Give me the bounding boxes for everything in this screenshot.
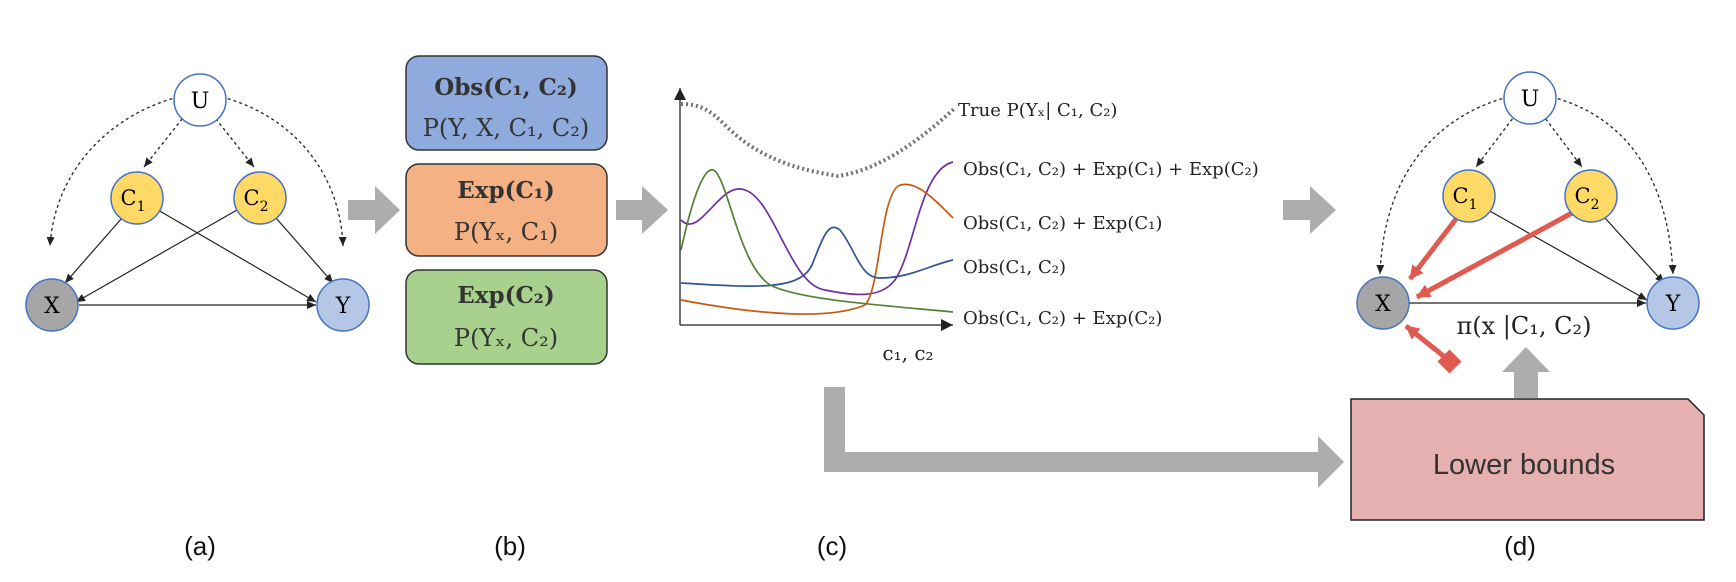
svg-text:P(Yₓ, C₁): P(Yₓ, C₁) (454, 218, 558, 246)
node-x-d: X (1356, 276, 1410, 330)
edge-u-c2-dashed (211, 113, 255, 168)
panel-d-policy-graph: U C1 C2 X Y π(x |C₁, C₂) Lower bounds (1350, 71, 1705, 521)
grey-arrow-c-to-d (1283, 186, 1336, 234)
edge-c2-x (75, 209, 238, 303)
node-x: X (25, 278, 79, 332)
grey-arrow-a-to-b (348, 186, 400, 234)
policy-arrow-tail-diamond (1437, 349, 1462, 374)
svg-text:P(Yₓ, C₂): P(Yₓ, C₂) (454, 324, 558, 352)
svg-text:C2: C2 (1575, 184, 1600, 213)
svg-text:X: X (44, 294, 60, 319)
svg-text:C1: C1 (1453, 184, 1478, 213)
node-u: U (173, 73, 227, 127)
svg-text:C1: C1 (121, 186, 146, 215)
obs-box: Obs(C₁, C₂) P(Y, X, C₁, C₂) (405, 55, 608, 151)
caption-b: (b) (494, 531, 526, 561)
edge-u-x-dashed-d (1376, 96, 1509, 275)
edge-c2-y-d (1604, 217, 1665, 284)
svg-text:Y: Y (1665, 292, 1681, 317)
edge-u-c1-dashed-d (1475, 113, 1517, 168)
svg-text:Lower bounds: Lower bounds (1433, 449, 1615, 481)
plot-x-label: c₁, c₂ (882, 341, 933, 365)
exp1-box: Exp(C₁) P(Yₓ, C₁) (405, 163, 608, 257)
curve-label-true: True P(Yₓ| C₁, C₂) (958, 100, 1117, 121)
panel-b-data-sources: Obs(C₁, C₂) P(Y, X, C₁, C₂) Exp(C₁) P(Yₓ… (405, 55, 608, 365)
policy-arrow-c2-x (1415, 210, 1574, 300)
curve-true (680, 102, 957, 179)
curve-obs-exp1 (680, 183, 954, 315)
curve-obs (680, 226, 954, 287)
edge-u-y-dashed (221, 96, 347, 247)
edge-c2-y (275, 217, 334, 284)
svg-text:U: U (191, 89, 210, 114)
node-c1-d: C1 (1442, 169, 1496, 223)
curve-obs-exp2 (680, 169, 954, 313)
policy-arrow-bounds-x (1404, 324, 1448, 360)
curve-label-obs-exp1-exp2: Obs(C₁, C₂) + Exp(C₁) + Exp(C₂) (963, 159, 1259, 180)
edge-c1-y-d (1487, 209, 1648, 301)
svg-text:P(Y, X, C₁, C₂): P(Y, X, C₁, C₂) (423, 114, 589, 142)
panel-a-causal-graph: U C1 C2 X Y (25, 73, 370, 332)
node-c2-d: C2 (1564, 169, 1618, 223)
node-y: Y (316, 278, 370, 332)
curve-label-obs-exp2: Obs(C₁, C₂) + Exp(C₂) (963, 308, 1162, 329)
curve-label-obs: Obs(C₁, C₂) (963, 257, 1066, 278)
caption-a: (a) (184, 531, 216, 561)
policy-arrow-c1-x (1408, 217, 1458, 281)
node-c1: C1 (110, 171, 164, 225)
policy-label: π(x |C₁, C₂) (1457, 312, 1592, 341)
grey-l-arrow-c-to-lower-bounds (824, 387, 1344, 488)
node-u-d: U (1503, 71, 1557, 125)
caption-d: (d) (1504, 531, 1536, 561)
edge-c1-x (64, 217, 123, 284)
edge-u-y-dashed-d (1551, 96, 1677, 275)
grey-arrow-b-to-c (616, 186, 668, 234)
svg-text:Y: Y (335, 294, 351, 319)
svg-text:Exp(C₁): Exp(C₁) (457, 177, 554, 204)
edge-u-x-dashed (46, 96, 179, 247)
node-c2: C2 (233, 171, 287, 225)
edge-c1-y (157, 209, 317, 303)
svg-text:Obs(C₁, C₂): Obs(C₁, C₂) (434, 74, 578, 101)
svg-text:C2: C2 (244, 186, 269, 215)
edge-u-c1-dashed (143, 113, 187, 168)
exp2-box: Exp(C₂) P(Yₓ, C₂) (405, 269, 608, 365)
caption-c: (c) (817, 531, 847, 561)
edge-u-c2-dashed-d (1541, 113, 1583, 168)
lower-bounds-box: Lower bounds (1350, 398, 1705, 521)
node-y-d: Y (1646, 276, 1700, 330)
panel-c-bounds-plot: True P(Yₓ| C₁, C₂) Obs(C₁, C₂) + Exp(C₁)… (674, 88, 1259, 365)
curve-label-obs-exp1: Obs(C₁, C₂) + Exp(C₁) (963, 213, 1162, 234)
svg-text:Exp(C₂): Exp(C₂) (457, 282, 554, 309)
svg-text:X: X (1375, 292, 1391, 317)
grey-arrow-bounds-up (1502, 347, 1550, 398)
svg-text:U: U (1521, 87, 1540, 112)
